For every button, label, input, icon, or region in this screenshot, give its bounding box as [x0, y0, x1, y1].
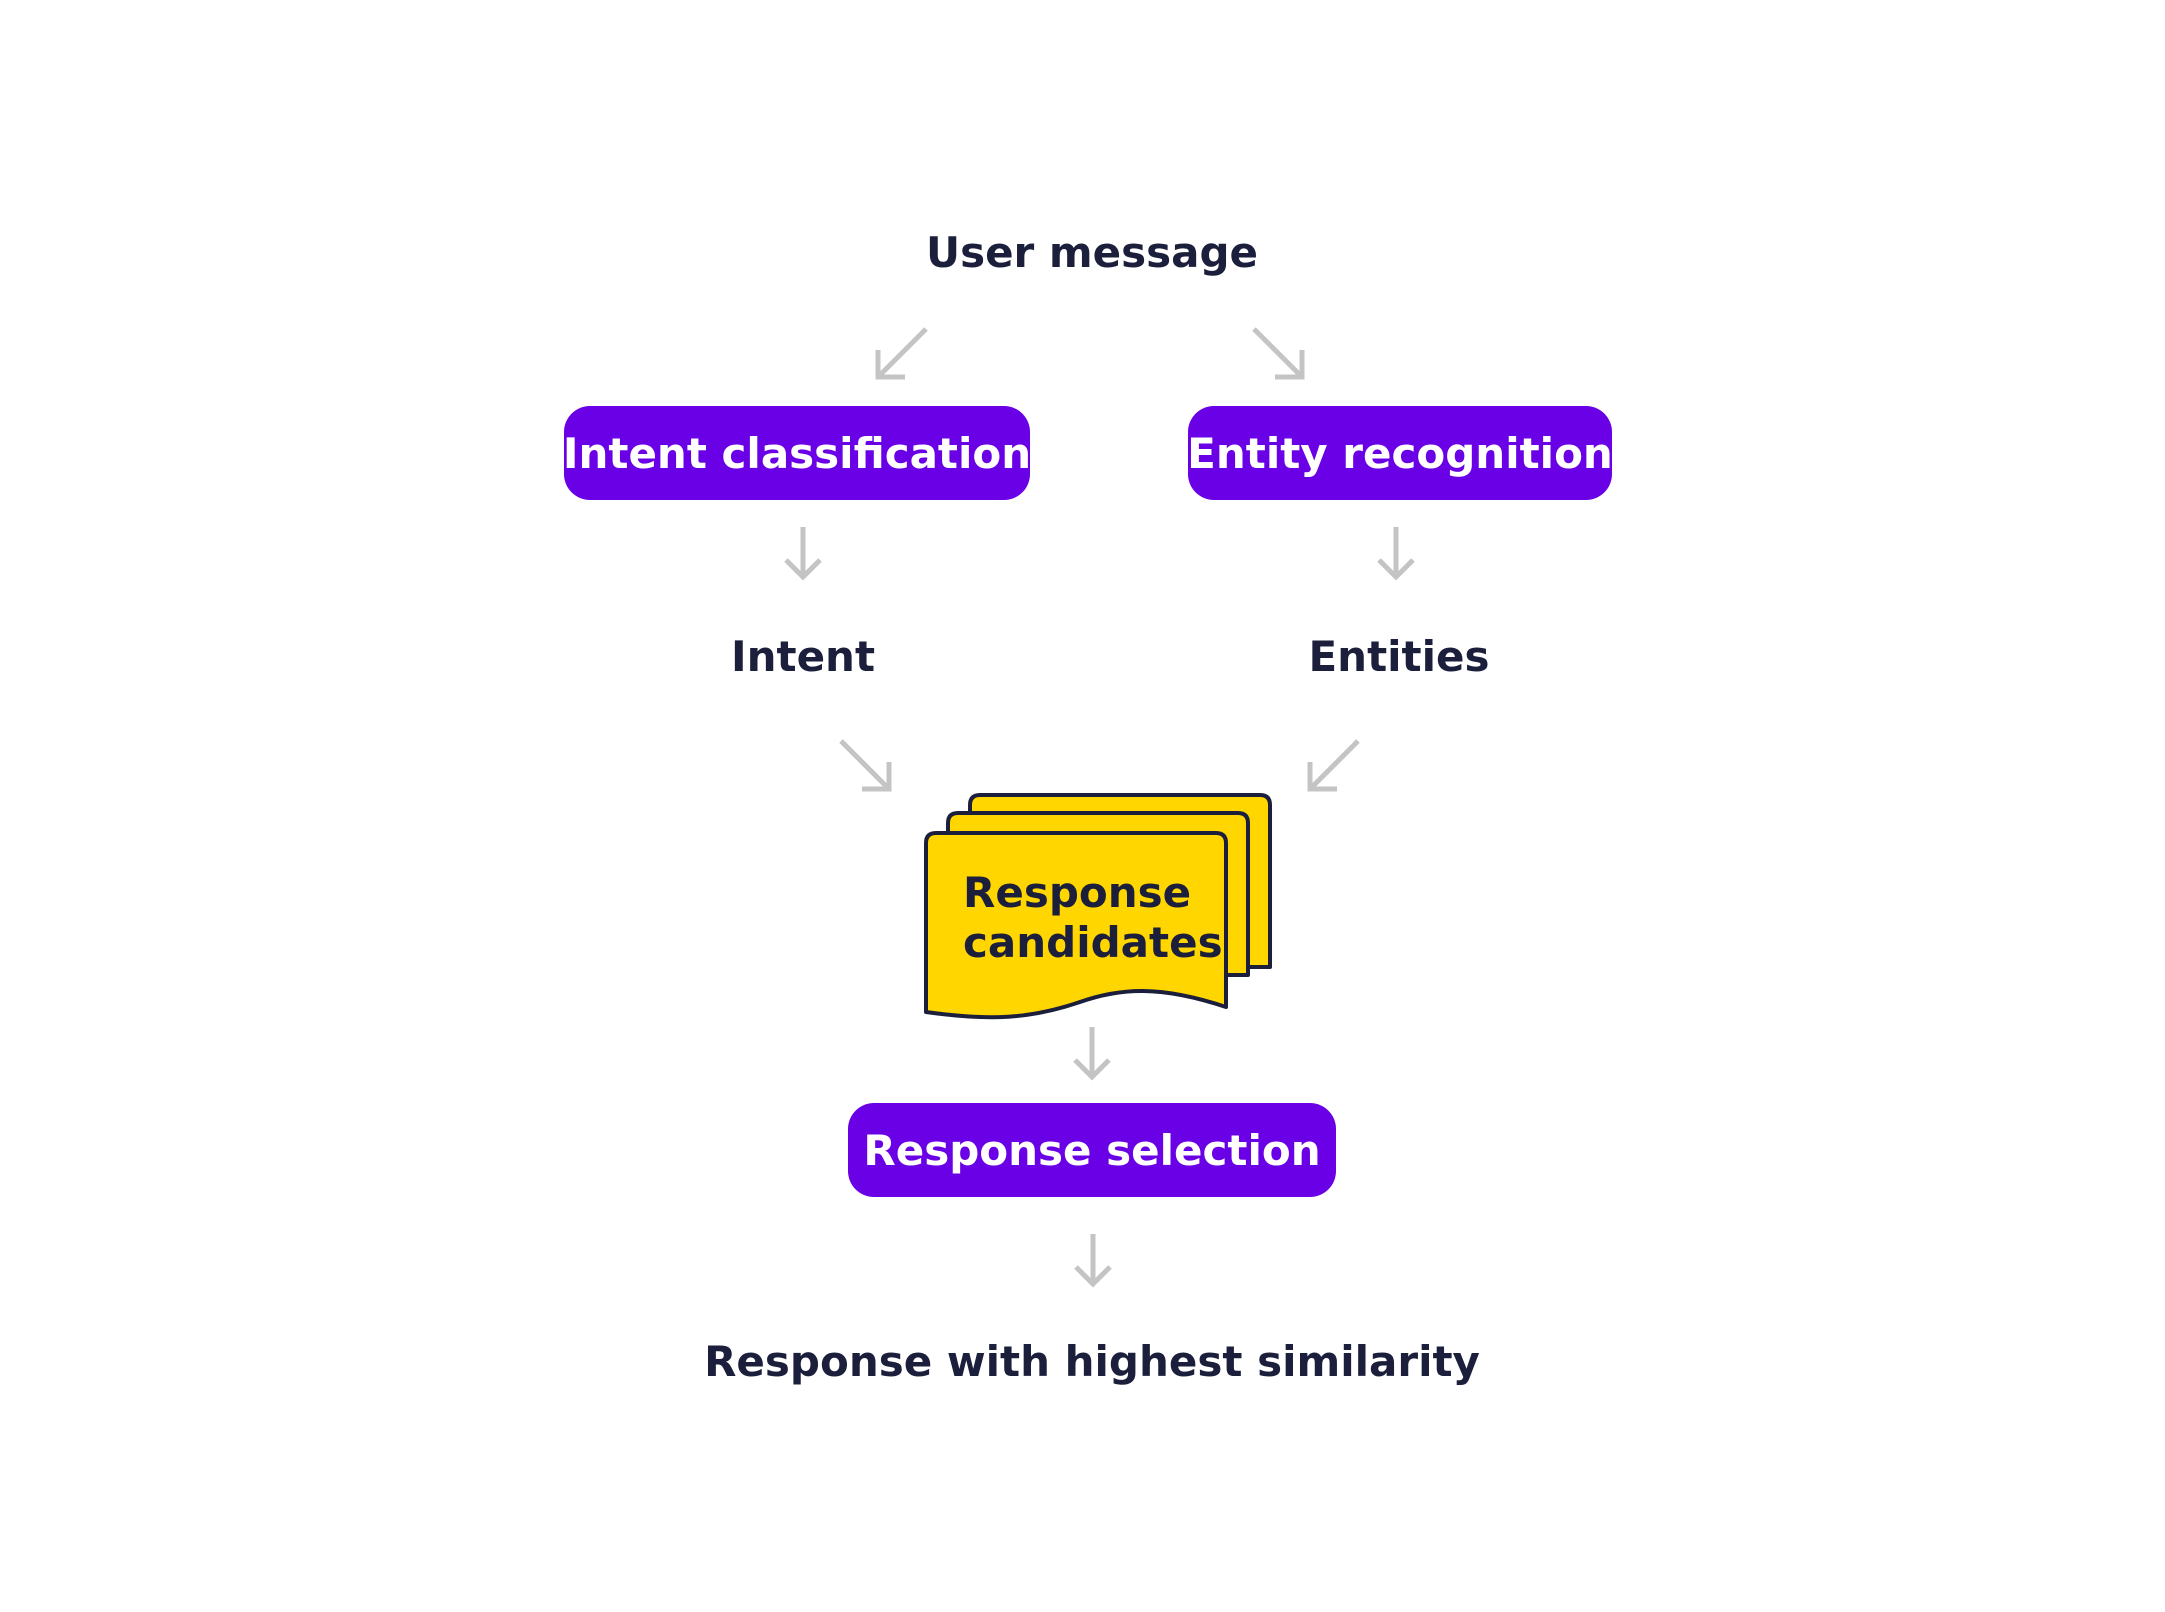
- response-candidates-label: Response candidates: [963, 868, 1223, 968]
- response-output-label: Response with highest similarity: [704, 1337, 1480, 1386]
- user-message-label: User message: [925, 228, 1259, 277]
- arrow-down-left-icon: [1307, 739, 1360, 792]
- arrow-down-right-icon: [1252, 327, 1305, 380]
- arrow-down-icon: [1073, 1027, 1111, 1081]
- intent-classification-label: Intent classification: [562, 428, 1032, 478]
- arrow-down-icon: [784, 527, 822, 581]
- entity-recognition-label: Entity recognition: [1187, 428, 1613, 478]
- response-selection-label: Response selection: [863, 1125, 1321, 1175]
- arrow-down-right-icon: [839, 739, 892, 792]
- arrow-down-left-icon: [875, 327, 928, 380]
- entities-label: Entities: [1308, 632, 1490, 681]
- intent-label: Intent: [730, 632, 876, 681]
- entity-recognition-box: Entity recognition: [1187, 406, 1613, 500]
- intent-classification-box: Intent classification: [562, 406, 1032, 500]
- candidate-card-front: [924, 831, 1228, 1020]
- response-candidates-line1: Response: [963, 868, 1192, 917]
- response-selection-box: Response selection: [848, 1103, 1336, 1197]
- arrow-down-icon: [1074, 1234, 1112, 1288]
- response-candidates-stack: [924, 793, 1272, 1020]
- arrow-down-icon: [1377, 527, 1415, 581]
- response-candidates-line2: candidates: [963, 918, 1223, 967]
